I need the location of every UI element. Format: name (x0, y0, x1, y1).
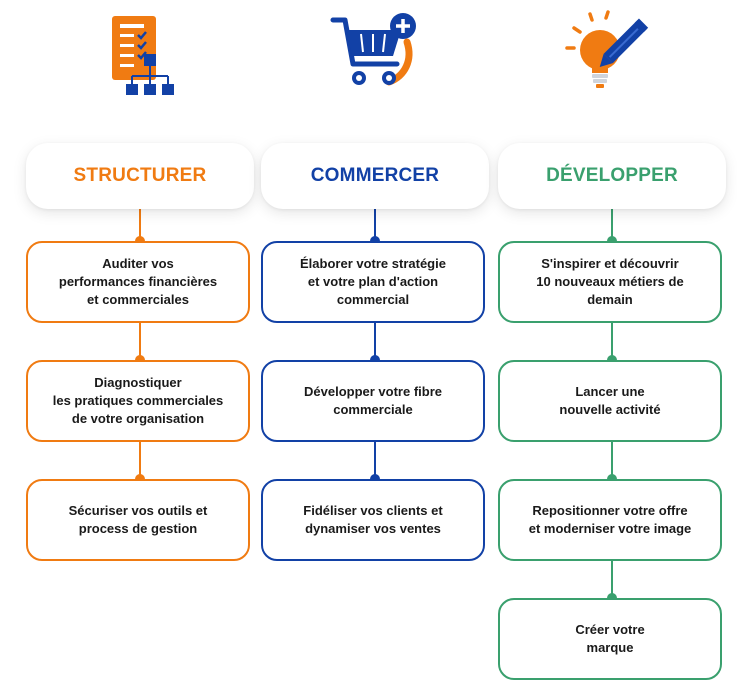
header-commercer: COMMERCER (261, 143, 489, 209)
step-box: Développer votre fibre commerciale (261, 360, 485, 442)
shopping-cart-plus-icon (330, 13, 416, 86)
connector-line (374, 209, 376, 475)
step-box: Auditer vos performances financières et … (26, 241, 250, 323)
column-commercer: COMMERCER Élaborer votre stratégie et vo… (261, 0, 489, 694)
checklist-org-chart-icon (112, 16, 174, 95)
connector-line (139, 209, 141, 475)
header-structurer: STRUCTURER (26, 143, 254, 209)
column-developper: DÉVELOPPER S'inspirer et découvrir 10 no… (498, 0, 726, 694)
step-box: Diagnostiquer les pratiques commerciales… (26, 360, 250, 442)
lightbulb-pencil-icon (565, 10, 649, 88)
column-structurer: STRUCTURER Auditer vos performances fina… (26, 0, 254, 694)
step-box: Élaborer votre stratégie et votre plan d… (261, 241, 485, 323)
step-box: Lancer une nouvelle activité (498, 360, 722, 442)
step-box: Créer votre marque (498, 598, 722, 680)
step-box: Repositionner votre offre et moderniser … (498, 479, 722, 561)
step-box: S'inspirer et découvrir 10 nouveaux méti… (498, 241, 722, 323)
step-box: Fidéliser vos clients et dynamiser vos v… (261, 479, 485, 561)
step-box: Sécuriser vos outils et process de gesti… (26, 479, 250, 561)
header-developper: DÉVELOPPER (498, 143, 726, 209)
